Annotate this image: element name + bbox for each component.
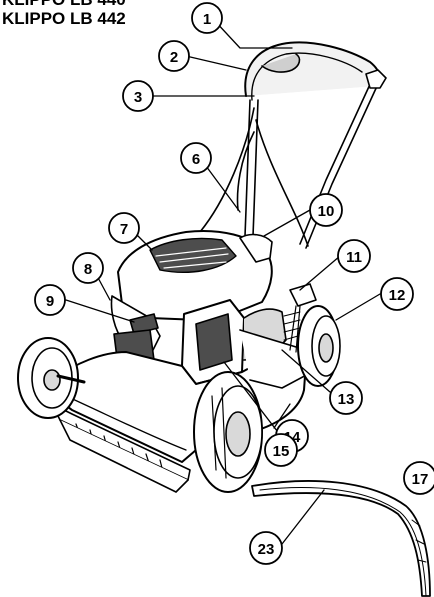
front-left-wheel bbox=[193, 371, 263, 493]
callout-7: 7 bbox=[108, 212, 140, 244]
height-adjuster bbox=[283, 283, 317, 353]
callout-15: 15 bbox=[264, 433, 298, 467]
callout-17: 17 bbox=[403, 461, 434, 495]
callout-23: 23 bbox=[249, 531, 283, 565]
callout-11: 11 bbox=[337, 239, 371, 273]
model-name-lb442: KLIPPO LB 442 bbox=[2, 9, 126, 28]
callout-9: 9 bbox=[34, 284, 66, 316]
model-name-lb440: KLIPPO LB 440 bbox=[2, 0, 126, 9]
callout-6: 6 bbox=[180, 142, 212, 174]
svg-text:17: 17 bbox=[412, 471, 429, 488]
svg-text:10: 10 bbox=[318, 203, 335, 220]
svg-text:9: 9 bbox=[46, 293, 54, 310]
svg-text:11: 11 bbox=[346, 249, 362, 266]
callout-2: 2 bbox=[158, 40, 190, 72]
mower-handle bbox=[199, 41, 387, 263]
svg-text:2: 2 bbox=[170, 49, 178, 66]
rear-left-wheel bbox=[17, 337, 86, 419]
svg-text:15: 15 bbox=[273, 443, 290, 460]
front-right-wheel bbox=[297, 305, 341, 387]
svg-text:1: 1 bbox=[203, 11, 211, 28]
callout-3: 3 bbox=[122, 80, 154, 112]
svg-text:3: 3 bbox=[134, 89, 142, 106]
callout-12: 12 bbox=[380, 277, 414, 311]
svg-text:6: 6 bbox=[192, 151, 200, 168]
leader-lines bbox=[65, 19, 381, 545]
callout-13: 13 bbox=[329, 381, 363, 415]
svg-text:12: 12 bbox=[389, 287, 406, 304]
callout-8: 8 bbox=[72, 252, 104, 284]
callout-10: 10 bbox=[309, 193, 343, 227]
svg-text:23: 23 bbox=[258, 541, 275, 558]
callout-1: 1 bbox=[191, 2, 223, 34]
svg-text:8: 8 bbox=[84, 261, 92, 278]
rear-deflector bbox=[251, 480, 431, 597]
svg-text:7: 7 bbox=[120, 221, 128, 238]
svg-text:13: 13 bbox=[338, 391, 355, 408]
